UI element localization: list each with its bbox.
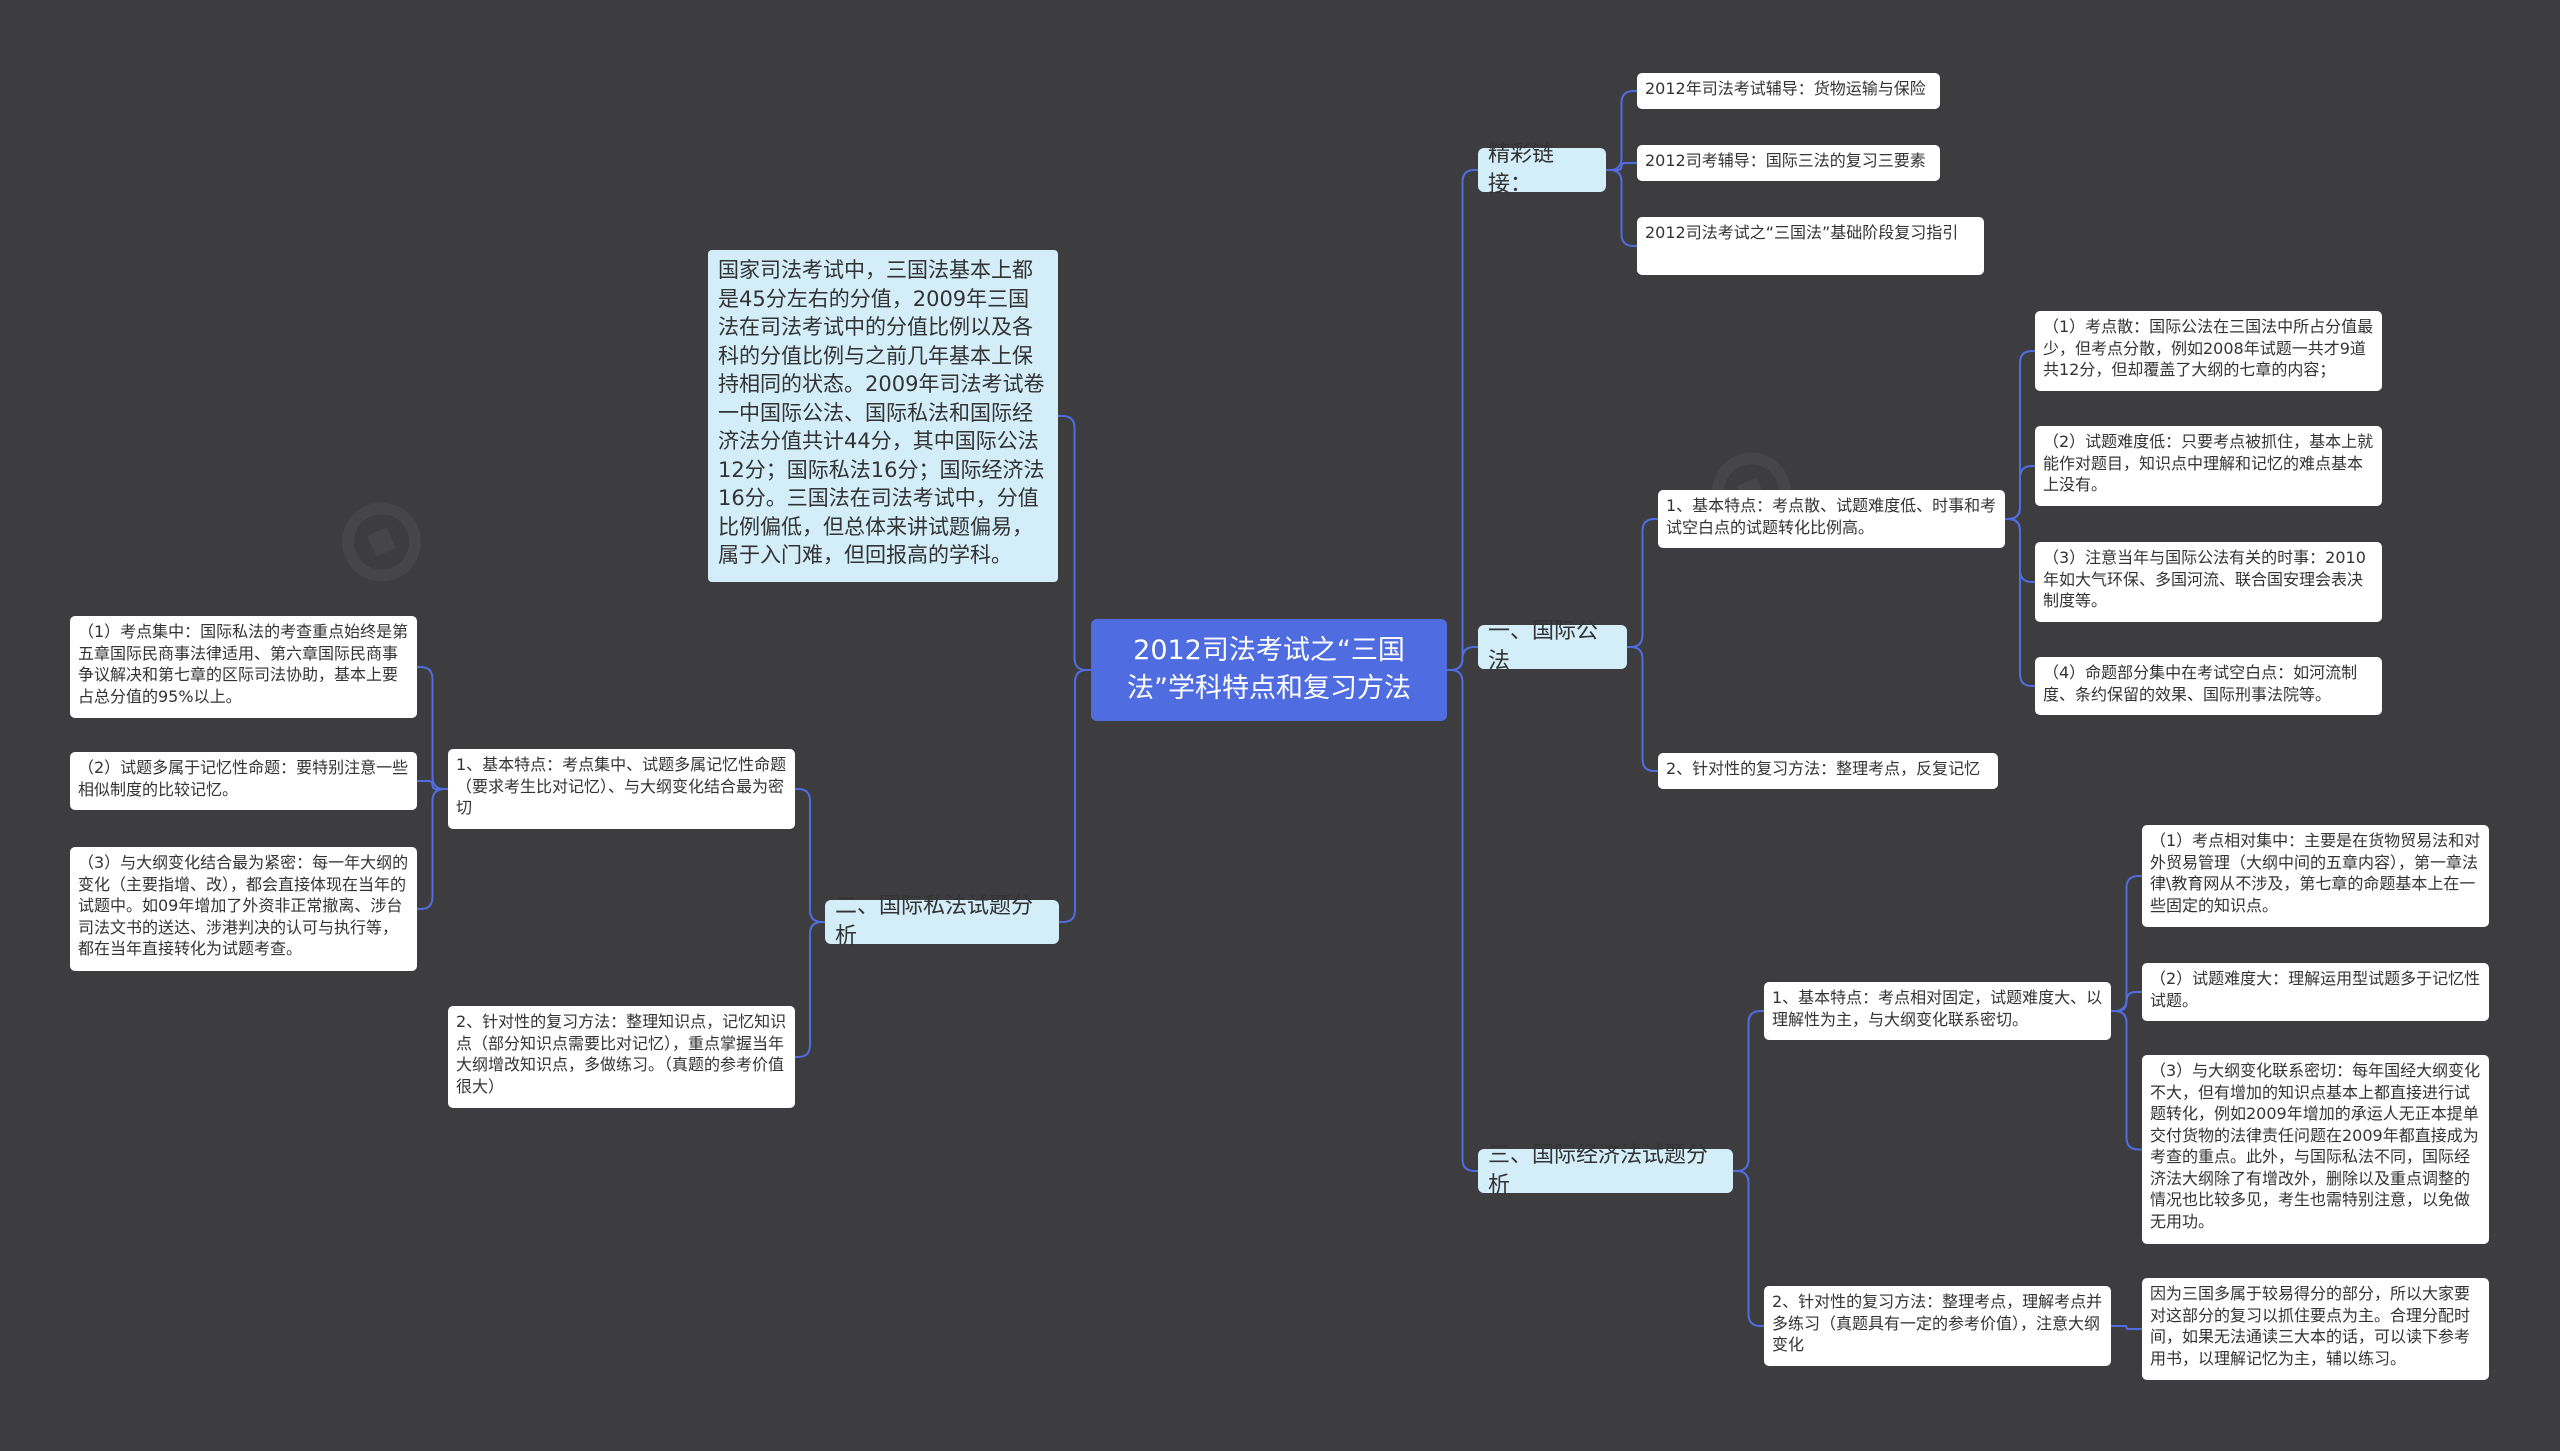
link-item[interactable]: 2012年司法考试辅导：货物运输与保险 [1637,73,1940,109]
branch-economic-law[interactable]: 三、国际经济法试题分析 [1478,1143,1733,1198]
economic-law-method-note[interactable]: 因为三国多属于较易得分的部分，所以大家要对这部分的复习以抓住要点为主。合理分配时… [2142,1278,2489,1380]
connector-line [417,788,448,910]
connector-line [795,788,825,923]
public-law-point[interactable]: （4）命题部分集中在考试空白点：如河流制度、条约保留的效果、国际刑事法院等。 [2035,657,2382,715]
connector-line [1627,646,1658,772]
public-law-method[interactable]: 2、针对性的复习方法：整理考点，反复记忆 [1658,753,1998,789]
connector-line [2111,1010,2142,1151]
connector-line [1733,1010,1764,1172]
branch-private-law[interactable]: 二、国际私法试题分析 [825,894,1059,949]
economic-law-point[interactable]: （3）与大纲变化联系密切：每年国经大纲变化不大，但有增加的知识点基本上都直接进行… [2142,1055,2489,1244]
connector-line [1447,646,1478,671]
connector-line [2111,875,2142,1012]
branch-links[interactable]: 精彩链接： [1478,142,1606,197]
private-law-method[interactable]: 2、针对性的复习方法：整理知识点，记忆知识点（部分知识点需要比对记忆），重点掌握… [448,1006,795,1108]
connector-line [1058,415,1091,671]
connector-line [2111,1325,2142,1330]
branch-public-law[interactable]: 一、国际公法 [1478,619,1627,674]
connector-line [2111,991,2142,1012]
connector-line [1733,1170,1764,1327]
connector-line [1606,90,1637,171]
economic-law-method[interactable]: 2、针对性的复习方法：整理考点，理解考点并多练习（真题具有一定的参考价值），注意… [1764,1286,2111,1366]
connector-line [1606,162,1637,171]
connector-line [1447,669,1478,1172]
public-law-point[interactable]: （2）试题难度低：只要考点被抓住，基本上就能作对题目，知识点中理解和记忆的难点基… [2035,426,2382,506]
public-law-point[interactable]: （3）注意当年与国际公法有关的时事：2010年如大气环保、多国河流、联合国安理会… [2035,542,2382,622]
connector-line [2005,518,2035,687]
public-law-basic[interactable]: 1、基本特点：考点散、试题难度低、时事和考试空白点的试题转化比例高。 [1658,490,2005,548]
intro-note[interactable]: 国家司法考试中，三国法基本上都是45分左右的分值，2009年三国法在司法考试中的… [708,250,1058,582]
connector-line [795,921,825,1058]
economic-law-point[interactable]: （2）试题难度大：理解运用型试题多于记忆性试题。 [2142,963,2489,1021]
private-law-point[interactable]: （3）与大纲变化结合最为紧密：每一年大纲的变化（主要指增、改），都会直接体现在当… [70,847,417,971]
connector-line [1059,669,1091,923]
public-law-point[interactable]: （1）考点散：国际公法在三国法中所占分值最少，但考点分散，例如2008年试题一共… [2035,311,2382,391]
connector-line [1606,169,1637,247]
connector-line [1447,169,1478,671]
connector-line [417,666,448,790]
root-topic[interactable]: 2012司法考试之“三国法”学科特点和复习方法 [1091,619,1447,721]
private-law-point[interactable]: （1）考点集中：国际私法的考查重点始终是第五章国际民商事法律适用、第六章国际民商… [70,616,417,718]
connector-line [417,780,448,790]
connector-line [1627,518,1658,648]
economic-law-basic[interactable]: 1、基本特点：考点相对固定，试题难度大、以理解性为主，与大纲变化联系密切。 [1764,982,2111,1040]
link-item[interactable]: 2012司法考试之“三国法”基础阶段复习指引 [1637,217,1984,275]
connector-line [2005,465,2035,520]
private-law-point[interactable]: （2）试题多属于记忆性命题：要特别注意一些相似制度的比较记忆。 [70,752,417,810]
link-item[interactable]: 2012司考辅导：国际三法的复习三要素 [1637,145,1940,181]
private-law-basic[interactable]: 1、基本特点：考点集中、试题多属记忆性命题（要求考生比对记忆）、与大纲变化结合最… [448,749,795,829]
economic-law-point[interactable]: （1）考点相对集中：主要是在货物贸易法和对外贸易管理（大纲中间的五章内容），第一… [2142,825,2489,927]
